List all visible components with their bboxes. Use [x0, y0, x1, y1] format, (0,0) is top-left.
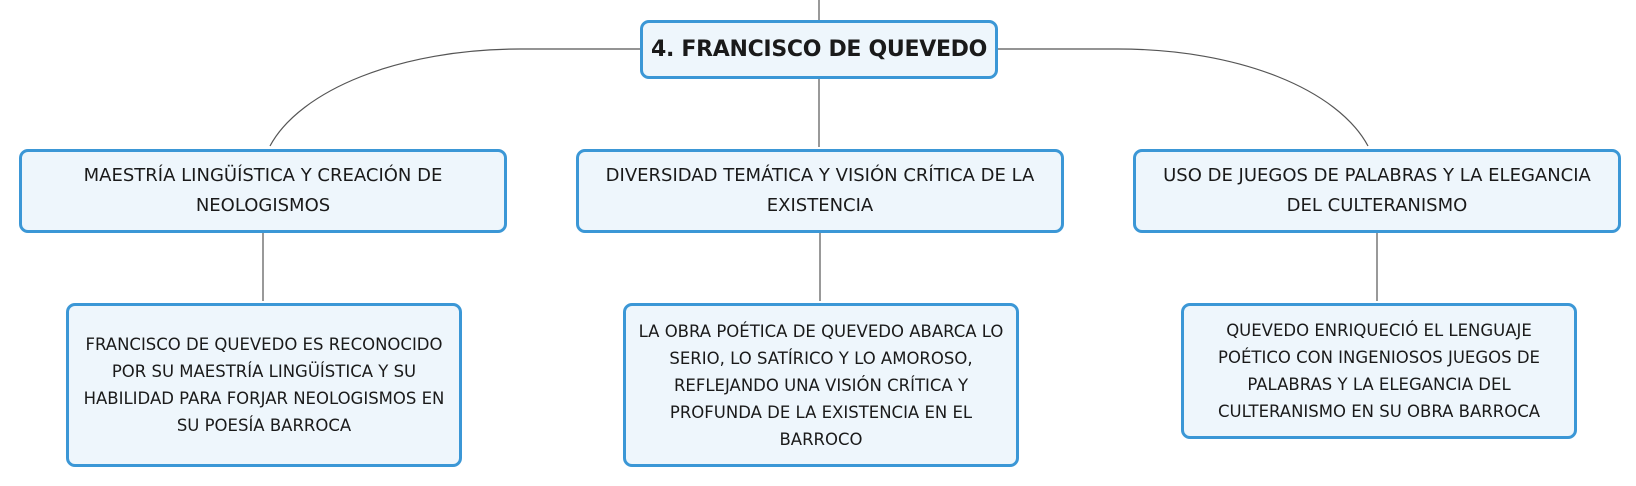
connector-root-to-branch-3 — [998, 48, 1369, 147]
branch-topic-thematic-diversity[interactable]: DIVERSIDAD TEMÁTICA Y VISIÓN CRÍTICA DE … — [576, 149, 1064, 233]
branch-topic-label: USO DE JUEGOS DE PALABRAS Y LA ELEGANCIA… — [1163, 165, 1591, 216]
leaf-topic-wordplay-culteranismo[interactable]: QUEVEDO ENRIQUECIÓ EL LENGUAJE POÉTICO C… — [1181, 303, 1577, 439]
branch-topic-linguistic-mastery[interactable]: MAESTRÍA LINGÜÍSTICA Y CREACIÓN DE NEOLO… — [19, 149, 507, 233]
branch-topic-label: DIVERSIDAD TEMÁTICA Y VISIÓN CRÍTICA DE … — [605, 165, 1035, 216]
leaf-topic-thematic-diversity[interactable]: LA OBRA POÉTICA DE QUEVEDO ABARCA LO SER… — [623, 303, 1019, 467]
root-topic-label: 4. FRANCISCO DE QUEVEDO — [650, 37, 988, 62]
leaf-topic-text: LA OBRA POÉTICA DE QUEVEDO ABARCA LO SER… — [638, 321, 1004, 449]
root-topic[interactable]: 4. FRANCISCO DE QUEVEDO — [640, 20, 998, 79]
leaf-topic-text: FRANCISCO DE QUEVEDO ES RECONOCIDO POR S… — [83, 335, 445, 435]
branch-topic-wordplay-culteranismo[interactable]: USO DE JUEGOS DE PALABRAS Y LA ELEGANCIA… — [1133, 149, 1621, 233]
leaf-topic-linguistic-mastery[interactable]: FRANCISCO DE QUEVEDO ES RECONOCIDO POR S… — [66, 303, 462, 467]
branch-topic-label: MAESTRÍA LINGÜÍSTICA Y CREACIÓN DE NEOLO… — [83, 165, 443, 216]
leaf-topic-text: QUEVEDO ENRIQUECIÓ EL LENGUAJE POÉTICO C… — [1217, 321, 1541, 421]
connector-root-to-branch-1 — [269, 48, 640, 147]
